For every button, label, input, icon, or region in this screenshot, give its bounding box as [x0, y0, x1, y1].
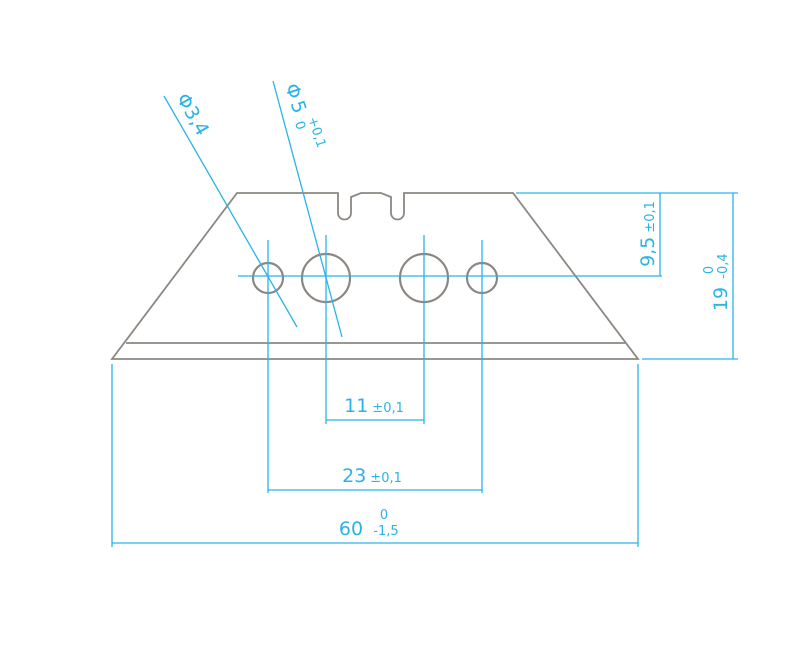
total-height-label: 19 0 -0,4 [702, 253, 732, 311]
svg-text:Φ5: Φ5 [280, 81, 310, 116]
holes [251, 252, 499, 304]
small-hole-dia-label: Φ3,4 [172, 90, 214, 140]
width-upper-tol: 0 [380, 508, 388, 523]
small-hole-leader-line [163, 95, 298, 328]
large-hole-dia-value: 5 [286, 98, 311, 116]
blade-body-outline [110, 192, 640, 360]
hole-height-label: 9,5 ±0,1 [637, 201, 659, 267]
large-hole-dia-upper-tol: +0,1 [304, 115, 328, 150]
total-height-upper-tol: 0 [702, 266, 717, 274]
inner-spacing-value: 11 [344, 395, 368, 417]
hole-height-value: 9,5 [637, 237, 659, 267]
dimension-lines [111, 80, 738, 547]
inner-spacing-label: 11 ±0,1 [344, 395, 404, 417]
svg-text:9,5±0,1: 9,5 ±0,1 [637, 201, 659, 267]
width-value: 60 [339, 518, 363, 540]
total-height-lower-tol: -0,4 [716, 253, 731, 278]
large-hole-leader-line [272, 80, 343, 338]
hole-height-tol: ±0,1 [643, 201, 658, 233]
outer-spacing-label: 23 ±0,1 [342, 465, 402, 487]
large-hole-dia-symbol: Φ [280, 81, 306, 102]
total-height-value: 19 [710, 287, 732, 311]
large-hole-dia-lower-tol: 0 [291, 119, 308, 132]
svg-text:Φ3,4: Φ3,4 [172, 90, 214, 140]
large-hole-dia-label: Φ5 +0,1 0 [280, 81, 328, 150]
width-lower-tol: -1,5 [373, 524, 398, 539]
inner-spacing-tol: ±0,1 [372, 401, 404, 416]
blade-outline [110, 192, 640, 360]
outer-spacing-value: 23 [342, 465, 366, 487]
outer-spacing-tol: ±0,1 [370, 471, 402, 486]
dimension-labels: 11 ±0,1 23 ±0,1 60 0 -1,5 9,5 ±0,1 19 0 -0,… [172, 81, 732, 540]
